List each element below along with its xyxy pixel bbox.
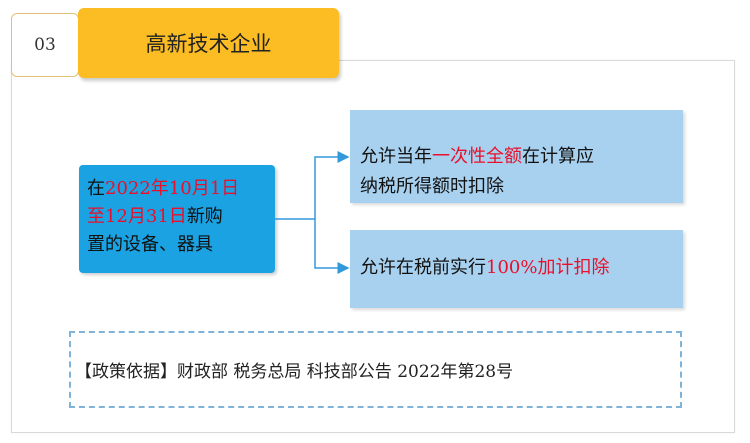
condition-box: 在2022年10月1日 至12月31日新购 置的设备、器具	[79, 165, 275, 273]
benefit-box-2: 允许在税前实行100%加计扣除	[350, 230, 683, 308]
benefit-box-1: 允许当年一次性全额在计算应 纳税所得额时扣除	[350, 110, 683, 203]
benefit1-line2: 纳税所得额时扣除	[360, 176, 504, 197]
section-number: 03	[11, 13, 79, 77]
policy-text: 【政策依据】财政部 税务总局 科技部公告 2022年第28号	[75, 362, 514, 382]
condition-line3: 置的设备、器具	[87, 234, 213, 255]
benefit2-highlight: 100%加计扣除	[486, 257, 610, 278]
condition-date-end: 至12月31日	[87, 206, 187, 227]
policy-basis: 【政策依据】财政部 税务总局 科技部公告 2022年第28号	[69, 331, 682, 408]
section-title: 高新技术企业	[78, 8, 339, 78]
condition-date-start: 2022年10月1日	[105, 178, 240, 199]
condition-prefix: 在	[87, 178, 105, 199]
condition-suffix: 新购	[186, 206, 223, 227]
connector-branch-bottom	[314, 219, 350, 274]
benefit1-prefix: 允许当年	[360, 146, 432, 167]
benefit1-suffix: 在计算应	[522, 146, 594, 167]
benefit1-highlight: 一次性全额	[432, 146, 522, 167]
content-frame	[11, 60, 735, 433]
benefit2-prefix: 允许在税前实行	[360, 257, 486, 278]
connector-branch-top	[314, 151, 350, 219]
